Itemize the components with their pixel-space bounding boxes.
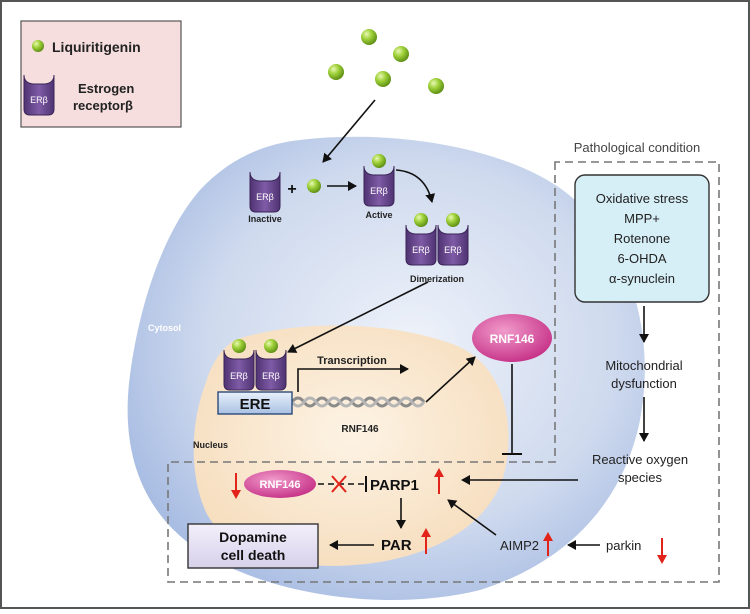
liquiritigenin-icon [32, 40, 44, 52]
pathological-title: Pathological condition [574, 140, 700, 155]
ligand-icon [372, 154, 386, 168]
ligand-icon [264, 339, 278, 353]
nuclear-translocation-arrow [287, 281, 429, 353]
stressor-list: Oxidative stress MPP+ Rotenone 6-OHDA α-… [596, 191, 689, 286]
inactive-receptor-tag: ERβ [256, 192, 274, 202]
ligand-icon [307, 179, 321, 193]
free-ligands [328, 29, 444, 94]
blocked-x-icon-2 [331, 475, 347, 493]
ros-label-2: species [618, 470, 663, 485]
dimerization-label: Dimerization [410, 274, 464, 284]
stressor-item: α-synuclein [609, 271, 675, 286]
stressor-item: MPP+ [624, 211, 660, 226]
cell-death-label-2: cell death [221, 547, 286, 563]
mito-label-1: Mitochondrial [605, 358, 682, 373]
pathological-condition-box [167, 161, 720, 583]
translation-arrow [425, 356, 476, 403]
aimp2-to-parp1-arrow [447, 499, 497, 536]
ligand-icon [361, 29, 377, 45]
ligand-icon [232, 339, 246, 353]
dimerization-arrow [395, 169, 436, 203]
ligand-icon [393, 46, 409, 62]
rnf146-reduced-label: RNF146 [260, 479, 301, 491]
transcription-label: Transcription [317, 355, 387, 367]
ere-box [217, 391, 293, 415]
ligand-icon [414, 213, 428, 227]
rnf146-label: RNF146 [490, 332, 535, 346]
cell-death-label-1: Dopamine [219, 529, 287, 545]
par-label: PAR [381, 537, 412, 554]
plus-sign: + [287, 181, 296, 198]
legend-receptor-label-1: Estrogen [78, 81, 134, 96]
legend-ligand-label: Liquiritigenin [52, 39, 141, 55]
bound-tag-1: ERβ [230, 371, 248, 381]
stressor-item: Rotenone [614, 231, 670, 246]
ligand-icon [328, 64, 344, 80]
ligand-icon [375, 71, 391, 87]
aimp2-label: AIMP2 [500, 538, 539, 553]
dimer-tag-1: ERβ [412, 245, 430, 255]
bound-tag-2: ERβ [262, 371, 280, 381]
ligand-entry-arrow [322, 99, 376, 163]
active-receptor-tag: ERβ [370, 186, 388, 196]
inactive-label: Inactive [248, 214, 282, 224]
cytosol-label: Cytosol [148, 323, 181, 333]
rnf146-reduced-protein [244, 470, 316, 498]
ros-label-1: Reactive oxygen [592, 452, 688, 467]
parp1-label: PARP1 [370, 477, 419, 494]
transcription-arrow [297, 364, 409, 392]
rnf146-protein [472, 314, 552, 362]
ligand-icon [446, 213, 460, 227]
ere-label: ERE [240, 396, 271, 413]
dimer-tag-2: ERβ [444, 245, 462, 255]
parkin-label: parkin [606, 538, 641, 553]
dna-strand [290, 396, 426, 408]
legend-receptor-tag: ERβ [30, 95, 48, 105]
stressor-item: 6-OHDA [617, 251, 666, 266]
nucleus-label: Nucleus [193, 440, 228, 450]
stressor-item: Oxidative stress [596, 191, 689, 206]
pathological-title-bg [556, 137, 726, 157]
active-label: Active [365, 210, 392, 220]
cell-death-box [187, 523, 319, 569]
legend-box: Liquiritigenin ERβ Estrogen receptorβ [20, 20, 182, 128]
mito-label-2: dysfunction [611, 376, 677, 391]
ligand-icon [428, 78, 444, 94]
legend-receptor-label-2: receptorβ [73, 98, 133, 113]
gene-label: RNF146 [341, 424, 379, 435]
stressor-box [574, 174, 710, 303]
